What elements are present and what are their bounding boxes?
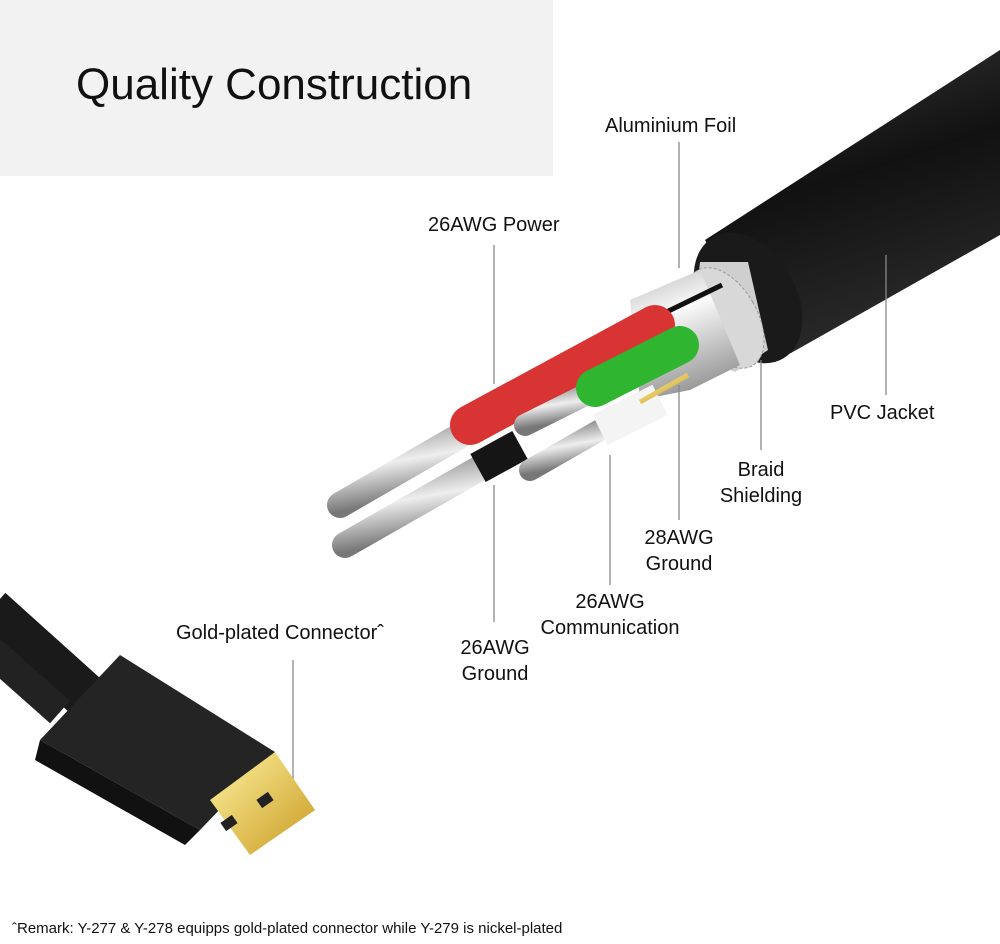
label-aluminium-foil: Aluminium Foil <box>605 115 737 137</box>
page-title: Quality Construction <box>76 60 473 109</box>
label-braid-shielding: Braid Shielding <box>712 457 810 509</box>
title-banner: Quality Construction <box>0 0 553 176</box>
green-data-wire <box>514 326 699 436</box>
label-line: 28AWG <box>644 527 714 549</box>
label-line: Shielding <box>719 485 803 507</box>
black-ground-wire <box>332 430 528 558</box>
remark-footnote: ˆRemark: Y-277 & Y-278 equipps gold-plat… <box>12 920 563 937</box>
label-line: 26AWG <box>460 637 530 659</box>
label-26awg-communication: 26AWG Communication <box>530 589 690 641</box>
label-line: 26AWG <box>575 591 645 613</box>
label-line: Ground <box>461 663 529 685</box>
label-gold-plated-connector: Gold-plated Connectorˆ <box>176 622 384 644</box>
usb-connector <box>0 592 315 855</box>
label-line: Ground <box>645 553 713 575</box>
label-28awg-ground: 28AWG Ground <box>638 525 720 577</box>
red-power-wire <box>327 305 675 518</box>
label-pvc-jacket: PVC Jacket <box>830 402 935 424</box>
label-26awg-ground: 26AWG Ground <box>454 635 536 687</box>
label-26awg-power: 26AWG Power <box>428 214 560 236</box>
white-comm-wire <box>519 372 690 481</box>
label-line: Communication <box>540 617 680 639</box>
leader-lines <box>292 142 887 790</box>
label-line: Braid <box>737 459 785 481</box>
